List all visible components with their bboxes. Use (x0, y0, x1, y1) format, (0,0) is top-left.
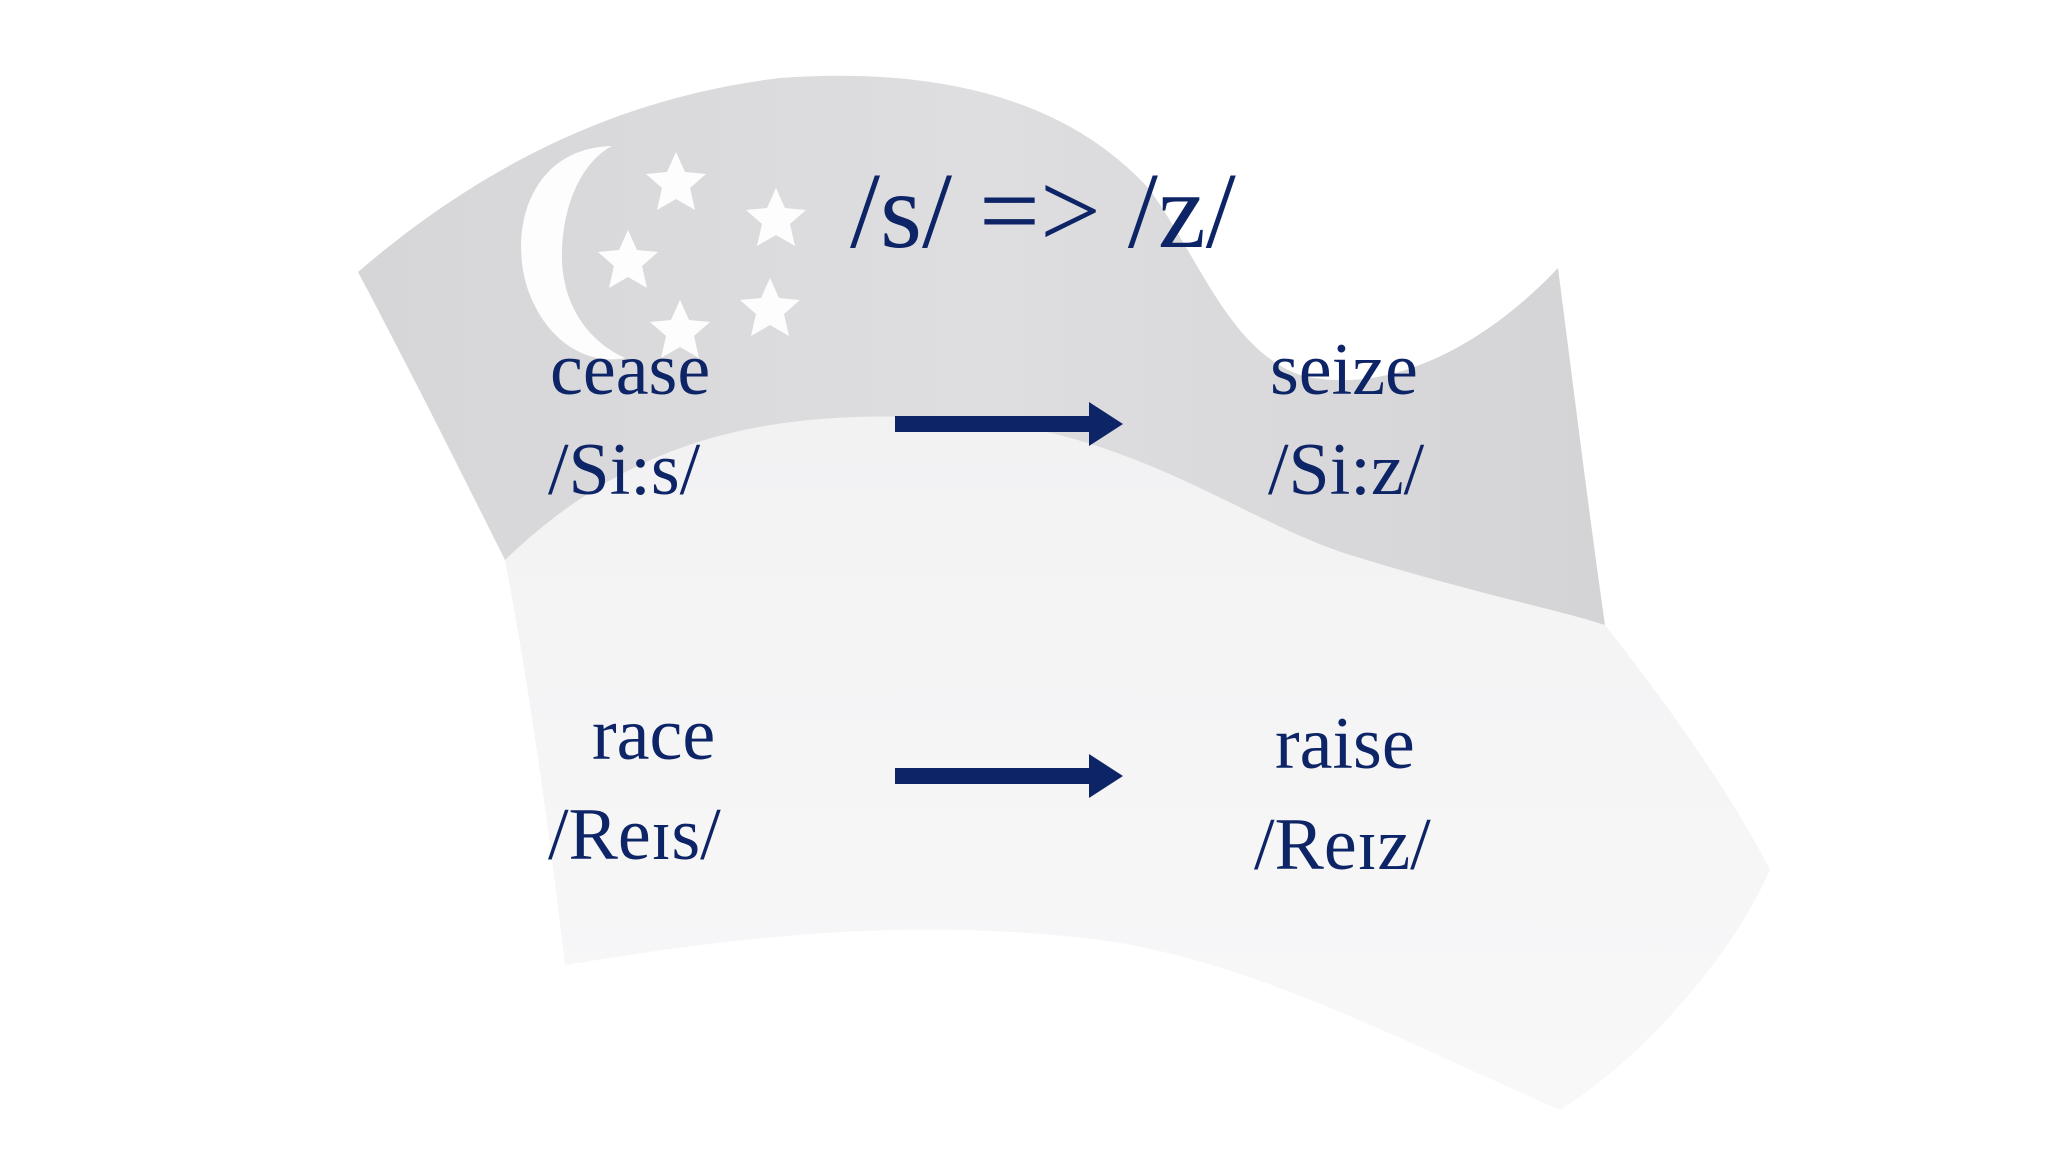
flag-upper-band (358, 75, 1605, 626)
right-arrow-icon (895, 402, 1123, 446)
to-word-raise: raise (1275, 703, 1415, 785)
from-word-race: race (592, 694, 716, 776)
slide-title: /s/ => /z/ (850, 152, 1236, 271)
from-ipa-race: /Reɪs/ (548, 794, 721, 876)
to-ipa-seize: /Si:z/ (1268, 429, 1425, 511)
to-word-seize: seize (1270, 329, 1418, 411)
stars-icon (598, 152, 806, 358)
crescent-icon (521, 146, 625, 360)
to-ipa-raise: /Reɪz/ (1254, 804, 1431, 886)
flag-lower-band (505, 416, 1770, 1111)
from-ipa-cease: /Si:s/ (548, 429, 701, 511)
from-word-cease: cease (550, 329, 711, 411)
right-arrow-icon (895, 754, 1123, 798)
